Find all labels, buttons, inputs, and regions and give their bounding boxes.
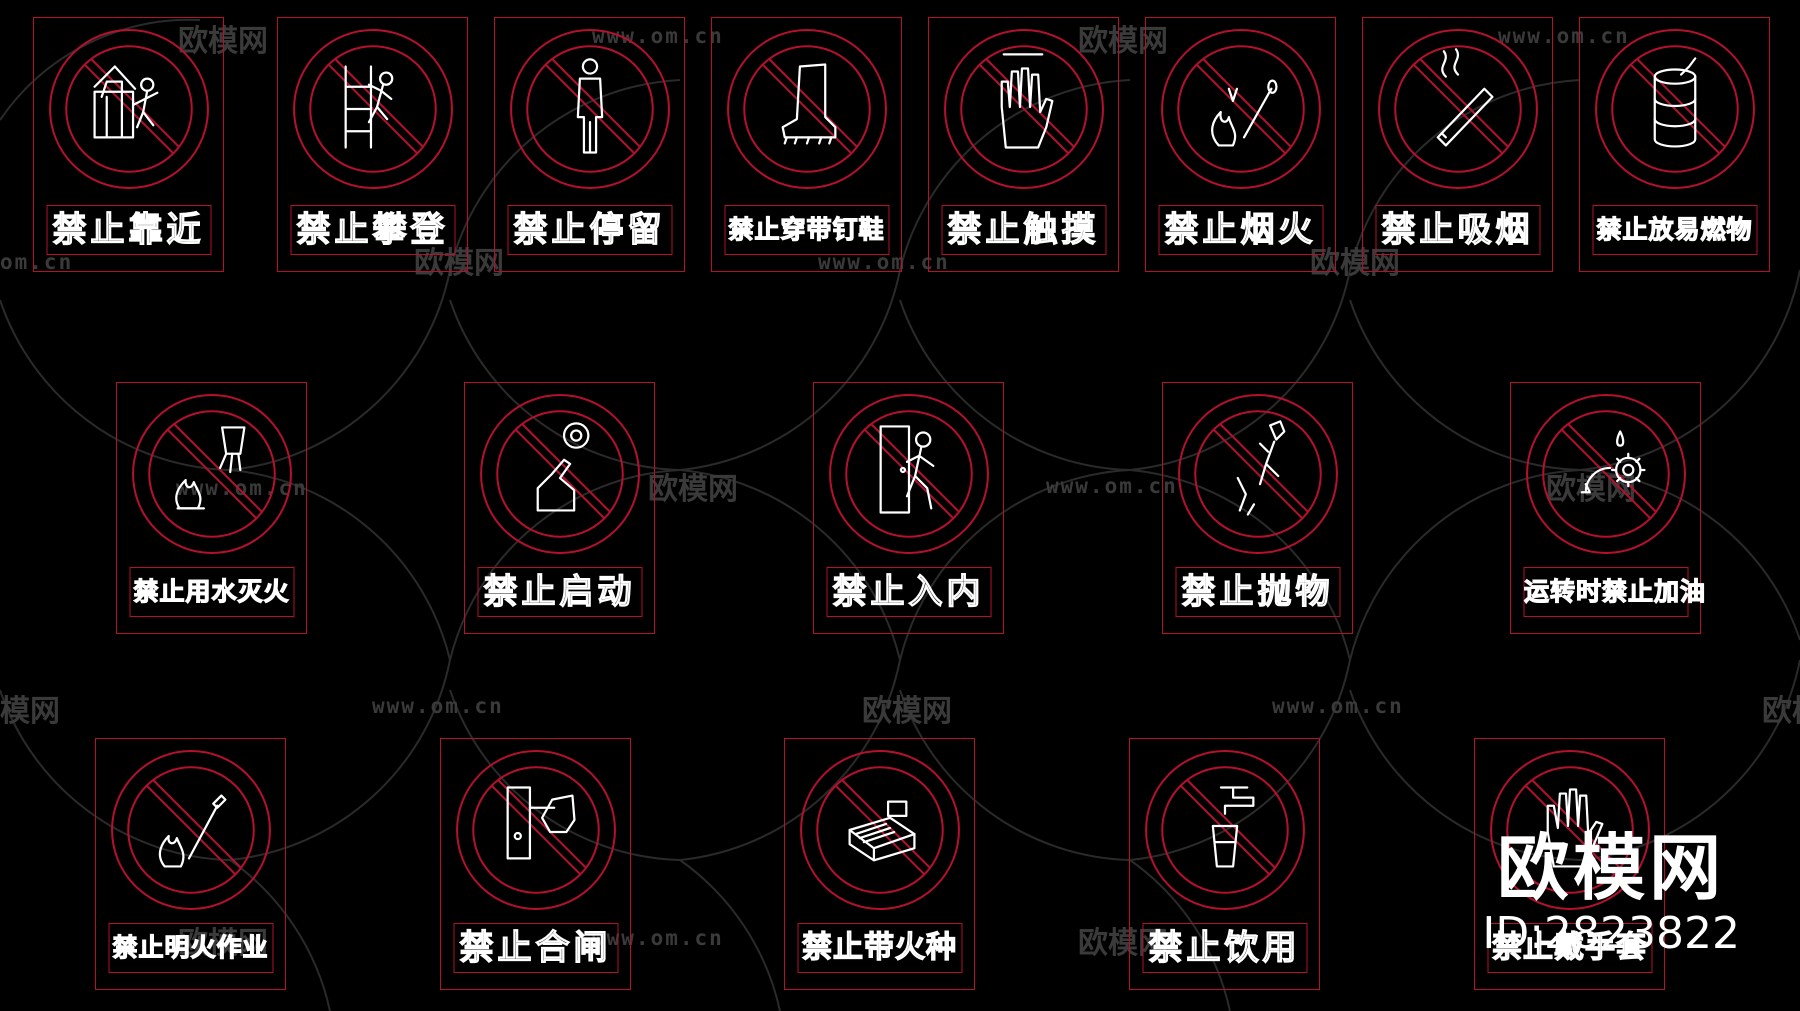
sign-label: 禁止带火种 — [797, 923, 962, 973]
safety-sign: 禁止饮用 — [1129, 738, 1320, 990]
safety-sign: 禁止吸烟 — [1362, 17, 1553, 272]
sign-label: 禁止用水灭火 — [129, 567, 294, 617]
sign-label: 禁止戴手套 — [1487, 923, 1652, 973]
sign-label: 禁止放易燃物 — [1592, 205, 1757, 255]
sign-label: 禁止触摸 — [941, 205, 1106, 255]
sign-label: 禁止启动 — [477, 567, 642, 617]
safety-sign: 禁止启动 — [464, 382, 655, 634]
hand-on-switch-icon — [479, 394, 640, 554]
gear-oil-drop-icon — [1525, 394, 1686, 554]
barrel-icon — [1594, 29, 1755, 189]
watermark: 欧模网 — [862, 694, 952, 729]
safety-sign: 禁止抛物 — [1162, 382, 1353, 634]
hand-icon — [943, 29, 1104, 189]
torch-flame-icon — [110, 750, 271, 910]
sign-label: 禁止明火作业 — [108, 923, 273, 973]
safety-sign: 禁止戴手套 — [1474, 738, 1665, 990]
safety-sign: 禁止烟火 — [1145, 17, 1336, 272]
water-on-fire-icon — [131, 394, 292, 554]
safety-sign: 禁止带火种 — [784, 738, 975, 990]
watermark: 欧模网 — [178, 926, 268, 961]
watermark: www.om.cn — [1272, 694, 1404, 718]
safety-sign: 禁止触摸 — [928, 17, 1119, 272]
sign-label: 运转时禁止加油 — [1523, 567, 1706, 617]
watermark: 欧模网 — [1078, 926, 1168, 961]
brand-name: 欧模网 — [1497, 826, 1726, 910]
watermark: www.om.cn — [592, 24, 724, 48]
sign-label: 禁止入内 — [826, 567, 991, 617]
sign-label: 禁止抛物 — [1175, 567, 1340, 617]
safety-sign: 禁止入内 — [813, 382, 1004, 634]
watermark: 欧模网 — [1078, 24, 1168, 59]
watermark: 欧模网 — [1310, 246, 1400, 281]
sign-label: 禁止合闸 — [453, 923, 618, 973]
matchbox-icon — [799, 750, 960, 910]
safety-sign: 运转时禁止加油 — [1510, 382, 1706, 634]
standing-person-icon — [509, 29, 670, 189]
brand-stamp: 欧模网 ID:2823822 — [1482, 828, 1740, 960]
throwing-object-icon — [1177, 394, 1338, 554]
watermark: www.om.cn — [176, 476, 308, 500]
safety-sign: 禁止停留 — [494, 17, 685, 272]
faucet-cup-icon — [1144, 750, 1305, 910]
brand-id: ID:2823822 — [1482, 908, 1740, 959]
person-entering-door-icon — [828, 394, 989, 554]
sign-label: 禁止靠近 — [46, 205, 211, 255]
hand-on-breaker-icon — [455, 750, 616, 910]
safety-sign: 禁止合闸 — [440, 738, 631, 990]
watermark: www.om.cn — [1046, 474, 1178, 498]
safety-sign: 禁止用水灭火 — [116, 382, 307, 634]
sign-label: 禁止穿带钉鞋 — [724, 205, 889, 255]
sign-label: 禁止吸烟 — [1375, 205, 1540, 255]
safety-sign: 禁止明火作业 — [95, 738, 286, 990]
sign-label: 禁止攀登 — [290, 205, 455, 255]
watermark: 模网 — [0, 694, 60, 729]
glove-icon — [1489, 750, 1650, 910]
sign-label: 禁止烟火 — [1158, 205, 1323, 255]
watermark: www.om.cn — [592, 926, 724, 950]
sign-label: 禁止停留 — [507, 205, 672, 255]
safety-sign: 禁止靠近 — [33, 17, 224, 272]
watermark: www.om.cn — [1498, 24, 1630, 48]
cigarette-icon — [1377, 29, 1538, 189]
climbing-person-icon — [292, 29, 453, 189]
watermark: 欧模网 — [648, 472, 738, 507]
safety-sign: 禁止穿带钉鞋 — [711, 17, 902, 272]
worker-near-machine-icon — [48, 29, 209, 189]
watermark: 欧模网 — [414, 246, 504, 281]
safety-sign: 禁止放易燃物 — [1579, 17, 1770, 272]
sign-label: 禁止饮用 — [1142, 923, 1307, 973]
watermark: www.om.cn — [372, 694, 504, 718]
fire-match-icon — [1160, 29, 1321, 189]
spiked-boot-icon — [726, 29, 887, 189]
watermark: 欧模网 — [1762, 694, 1800, 729]
safety-sign: 禁止攀登 — [277, 17, 468, 272]
